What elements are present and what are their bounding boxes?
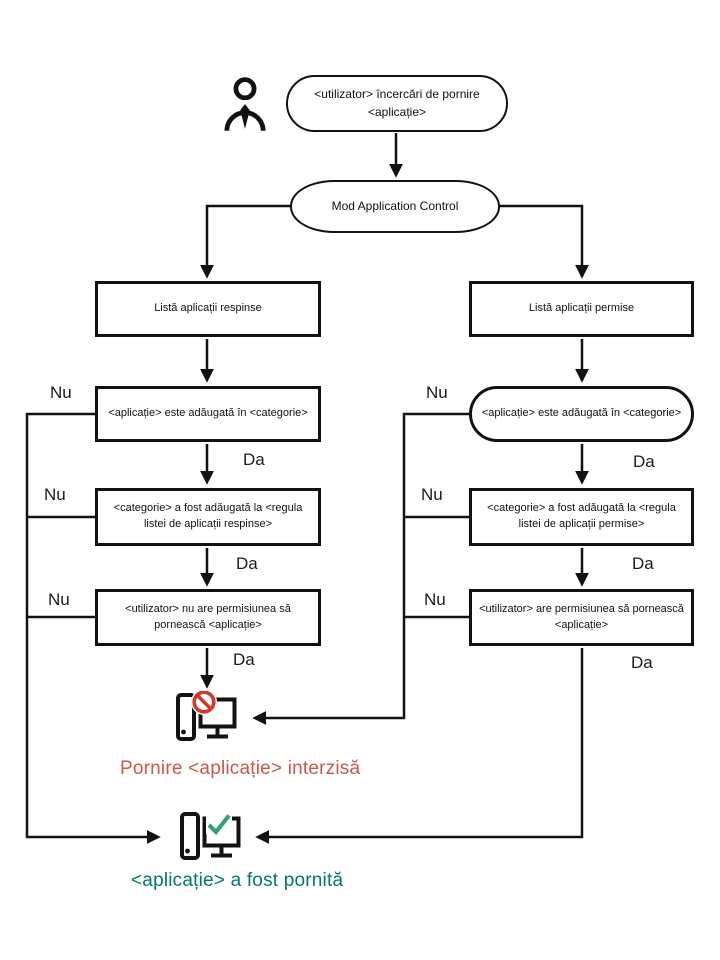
denied-outcome-text: Pornire <aplicație> interzisă [120,758,361,779]
start-attempt-node: <utilizator> încercări de pornire <aplic… [286,75,508,132]
mode-node-label: Mod Application Control [331,198,459,213]
check-icon [207,814,231,836]
started-outcome-text: <aplicație> a fost pornită [131,870,344,891]
denied-step-2-node: <categorie> a fost adăugată la <regula l… [95,488,321,546]
allowed-step-3-label: <utilizator> are permisiunea să porneasc… [479,602,684,631]
label-no-right-1: Nu [426,383,448,402]
allowed-list-node: Listă aplicații permise [469,281,694,337]
label-no-left-1: Nu [50,383,72,402]
allowed-list-label: Listă aplicații permise [528,302,635,315]
denied-step-2-label: <categorie> a fost adăugată la <regula l… [113,502,303,530]
start-attempt-line1: <utilizator> încercări de pornire [314,87,480,102]
allowed-step-1-node: <aplicație> este adăugată în <categorie> [469,386,694,442]
denied-step-3-node: <utilizator> nu are permisiunea să porne… [95,589,321,646]
denied-list-label: Listă aplicații respinse [154,302,262,315]
allowed-step-1-label: <aplicație> este adăugată în <categorie> [481,407,682,420]
denied-step-1-label: <aplicație> este adăugată în <categorie> [108,407,308,420]
mode-node: Mod Application Control [290,180,500,233]
started-computer-icon [180,812,242,875]
allowed-step-2-label: <categorie> a fost adăugată la <regula l… [487,502,676,530]
label-yes-right-3: Da [631,653,653,672]
allowed-step-2-node: <categorie> a fost adăugată la <regula l… [469,488,694,546]
prohibition-icon [192,690,216,714]
label-no-right-3: Nu [424,590,446,609]
denied-step-1-node: <aplicație> este adăugată în <categorie> [95,386,321,442]
denied-list-node: Listă aplicații respinse [95,281,321,337]
blocked-computer-icon [176,689,238,754]
user-icon [224,76,266,137]
label-yes-right-1: Da [633,452,655,471]
allowed-step-3-node: <utilizator> are permisiunea să porneasc… [469,589,694,646]
label-yes-left-3: Da [233,650,255,669]
start-attempt-line2: <aplicație> [367,104,427,119]
label-no-left-3: Nu [48,590,70,609]
denied-step-3-label: <utilizator> nu are permisiunea să porne… [125,602,291,631]
label-yes-left-2: Da [236,554,258,573]
label-no-left-2: Nu [44,485,66,504]
label-yes-left-1: Da [243,450,265,469]
label-yes-right-2: Da [632,554,654,573]
label-no-right-2: Nu [421,485,443,504]
